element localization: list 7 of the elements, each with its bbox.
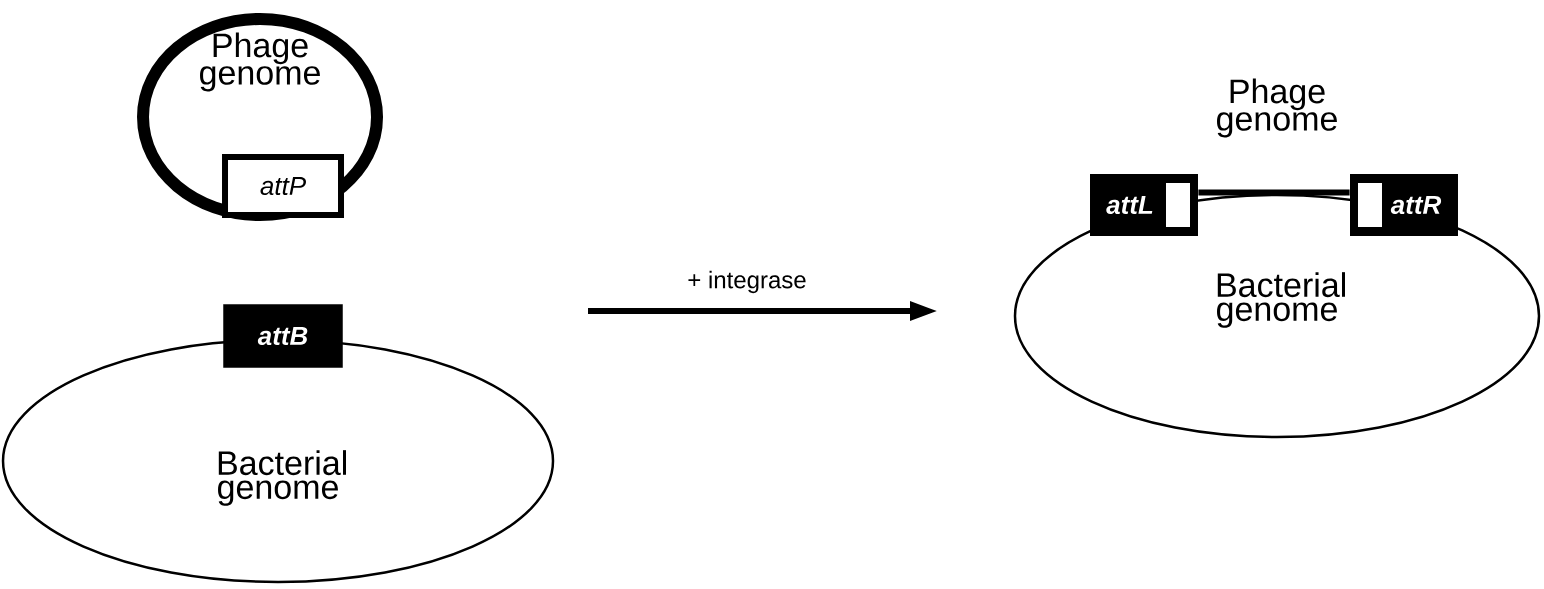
att-site-box: attR — [1350, 174, 1458, 236]
genome-label: Phage genome — [1217, 78, 1337, 138]
att-site-box: attL — [1090, 174, 1198, 236]
att-site-box: attP — [222, 154, 344, 218]
phage-dna-line — [1198, 189, 1350, 196]
att-site-box: attB — [223, 304, 343, 368]
reaction-label: + integrase — [688, 270, 806, 294]
